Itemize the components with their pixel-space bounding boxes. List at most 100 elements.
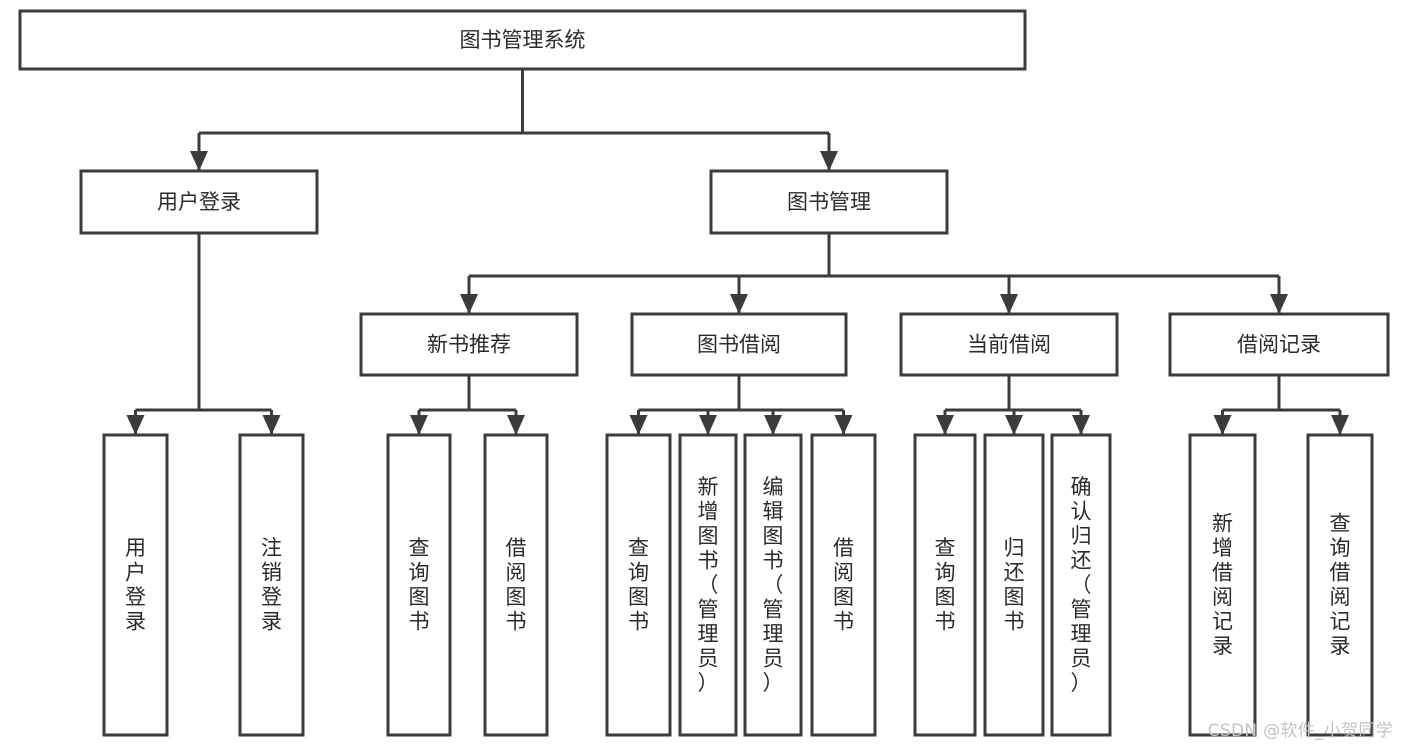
node-box-leaf-query-record[interactable] — [1306, 433, 1374, 737]
svg-text:书: 书 — [935, 610, 956, 634]
svg-text:图: 图 — [935, 585, 956, 609]
node-box-leaf-confirm-return[interactable] — [1050, 433, 1112, 737]
svg-text:归: 归 — [1004, 536, 1025, 560]
book-borrow-to-leaves-arrow-0 — [629, 415, 648, 435]
svg-text:（: （ — [763, 573, 784, 597]
leaf-node-leaf-user-login[interactable]: 用户登录 — [102, 433, 169, 737]
svg-text:查: 查 — [628, 536, 649, 560]
node-box-current-borrow[interactable] — [899, 312, 1119, 377]
svg-text:员: 员 — [698, 646, 719, 670]
svg-text:记: 记 — [1212, 610, 1233, 634]
bookmanage-to-level3-arrow-3 — [1270, 294, 1288, 314]
root-node-root[interactable]: 图书管理系统 — [18, 9, 1027, 71]
svg-text:查: 查 — [1330, 512, 1351, 536]
node-box-book-borrow[interactable] — [630, 312, 848, 377]
svg-text:理: 理 — [763, 622, 784, 646]
svg-text:录: 录 — [1212, 634, 1233, 658]
svg-text:询: 询 — [935, 561, 956, 585]
svg-text:管: 管 — [698, 597, 719, 621]
node-layer: 图书管理系统用户登录图书管理新书推荐图书借阅当前借阅借阅记录用户登录注销登录查询… — [18, 9, 1390, 737]
svg-text:辑: 辑 — [763, 499, 784, 523]
svg-text:书: 书 — [698, 548, 719, 572]
node-box-leaf-add-record[interactable] — [1188, 433, 1257, 737]
svg-text:）: ） — [698, 671, 719, 695]
level3-node-current-borrow[interactable]: 当前借阅 — [899, 312, 1119, 377]
svg-text:图: 图 — [409, 585, 430, 609]
node-box-leaf-borrow-book[interactable] — [810, 433, 877, 737]
node-box-leaf-add-book[interactable] — [678, 433, 738, 737]
node-box-new-book-rec[interactable] — [359, 312, 579, 377]
level3-node-borrow-record[interactable]: 借阅记录 — [1168, 312, 1390, 377]
svg-text:员: 员 — [763, 646, 784, 670]
node-label-leaf-user-login: 用户登录 — [125, 536, 146, 634]
svg-text:管: 管 — [763, 597, 784, 621]
svg-text:增: 增 — [698, 499, 719, 523]
svg-text:注: 注 — [261, 536, 282, 560]
level3-node-book-borrow[interactable]: 图书借阅 — [630, 312, 848, 377]
node-box-user-login[interactable] — [79, 169, 319, 235]
borrow-record-to-leaves-arrow-1 — [1331, 415, 1349, 435]
node-label-book-borrow: 图书借阅 — [697, 333, 781, 357]
node-box-borrow-record[interactable] — [1168, 312, 1390, 377]
svg-text:（: （ — [698, 573, 719, 597]
bookmanage-to-level3-arrow-0 — [460, 294, 478, 314]
user-login-to-leaves-arrow-1 — [262, 415, 281, 435]
level2-node-user-login[interactable]: 用户登录 — [79, 169, 319, 235]
svg-text:图: 图 — [698, 524, 719, 548]
current-borrow-to-leaves-arrow-0 — [936, 415, 954, 435]
node-box-leaf-query-book-current[interactable] — [913, 433, 977, 737]
level2-node-book-manage[interactable]: 图书管理 — [709, 169, 949, 235]
svg-text:图: 图 — [506, 585, 527, 609]
root-to-level2-arrow-0 — [190, 151, 208, 171]
svg-text:询: 询 — [409, 561, 430, 585]
svg-text:书: 书 — [763, 548, 784, 572]
node-box-leaf-borrow-book-rec[interactable] — [483, 433, 549, 737]
book-borrow-to-leaves-arrow-1 — [699, 415, 717, 435]
svg-text:查: 查 — [409, 536, 430, 560]
svg-text:新: 新 — [698, 475, 719, 499]
node-box-leaf-return-book[interactable] — [983, 433, 1045, 737]
svg-text:户: 户 — [125, 561, 146, 585]
node-box-book-manage[interactable] — [709, 169, 949, 235]
svg-text:录: 录 — [125, 610, 146, 634]
bookmanage-to-level3-arrow-1 — [730, 294, 748, 314]
node-box-leaf-query-book-rec[interactable] — [386, 433, 452, 737]
svg-text:（: （ — [1071, 573, 1092, 597]
svg-text:借: 借 — [1212, 561, 1233, 585]
node-box-leaf-edit-book[interactable] — [743, 433, 803, 737]
node-box-root[interactable] — [18, 9, 1027, 71]
svg-text:）: ） — [1071, 671, 1092, 695]
connector-layer — [126, 69, 1349, 435]
node-box-leaf-user-logout[interactable] — [238, 433, 305, 737]
node-box-leaf-user-login[interactable] — [102, 433, 169, 737]
svg-text:图: 图 — [833, 585, 854, 609]
svg-text:阅: 阅 — [506, 561, 527, 585]
svg-text:登: 登 — [261, 585, 282, 609]
borrow-record-to-leaves-arrow-0 — [1213, 415, 1232, 435]
svg-text:查: 查 — [935, 536, 956, 560]
svg-text:图: 图 — [763, 524, 784, 548]
level3-node-new-book-rec[interactable]: 新书推荐 — [359, 312, 579, 377]
svg-text:登: 登 — [125, 585, 146, 609]
new-book-rec-to-leaves-arrow-1 — [507, 415, 525, 435]
current-borrow-to-leaves-arrow-2 — [1072, 415, 1090, 435]
node-box-leaf-query-book-borrow[interactable] — [605, 433, 672, 737]
svg-text:借: 借 — [833, 536, 854, 560]
